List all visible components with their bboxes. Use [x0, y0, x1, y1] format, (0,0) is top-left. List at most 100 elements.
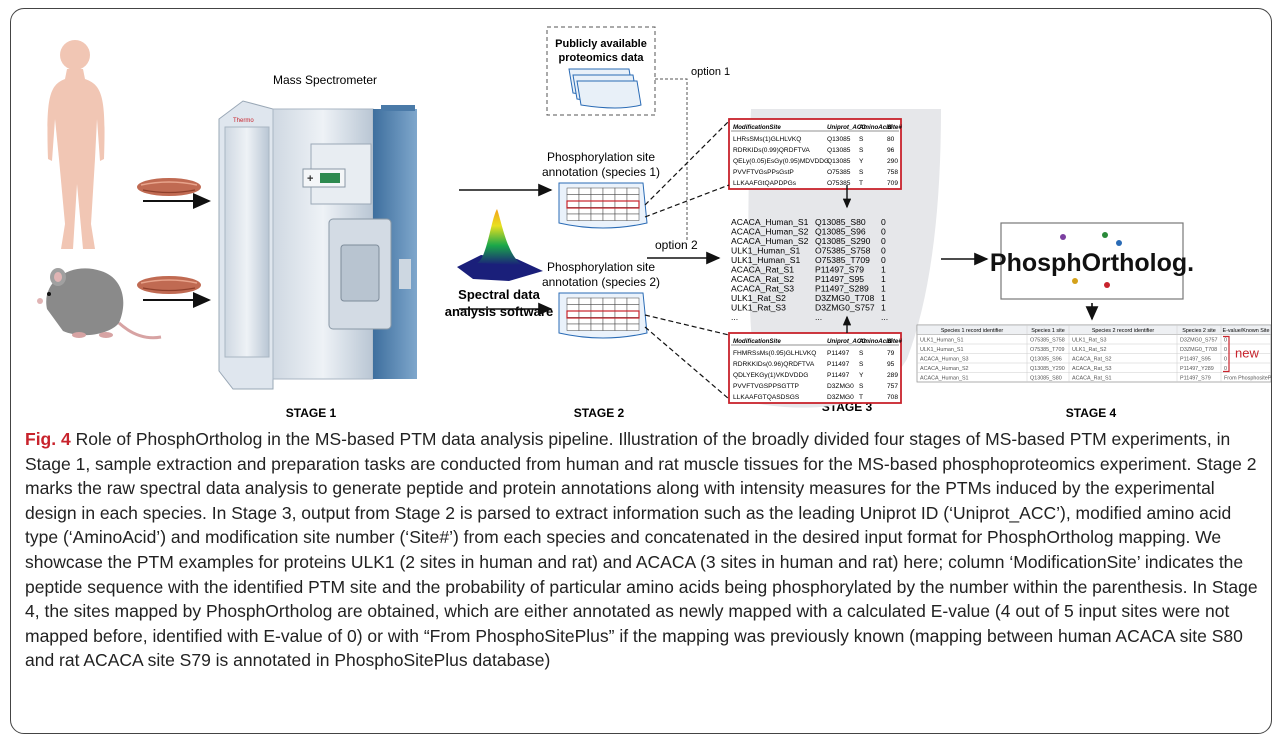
table-cell: QELy(0.05)EsGy(0.95)MDVDDG: [733, 158, 829, 165]
option1-label: option 1: [691, 66, 730, 78]
concat-cell: ...: [815, 312, 822, 322]
table-cell: 709: [887, 180, 898, 187]
concat-cell: ...: [881, 312, 888, 322]
table-cell: QDLYEKGy(1)VKDVDDG: [733, 372, 808, 379]
result-cell: 0: [1224, 347, 1227, 353]
table-cell: 708: [887, 394, 898, 401]
concat-cell: ACACA_Human_S2: [731, 236, 809, 246]
table-cell: D3ZMG0: [827, 394, 854, 401]
concat-cell: 0: [881, 246, 886, 256]
result-cell: ULK1_Human_S1: [920, 347, 963, 353]
concat-cell: Q13085_S290: [815, 236, 871, 246]
thermo-brand: Thermo: [233, 118, 254, 124]
concat-cell: Q13085_S80: [815, 217, 866, 227]
concat-cell: Q13085_S96: [815, 227, 866, 237]
table-cell: PVVFTVGSPPSGTTP: [733, 383, 800, 390]
concat-cell: 1: [881, 274, 886, 284]
pipeline-diagram: Mass Spectrometer + Thermo STAGE 1 STAGE …: [37, 26, 1271, 420]
table-cell: Y: [859, 158, 864, 165]
svg-text:+: +: [307, 173, 313, 185]
mass-spectrometer-icon: + Thermo: [218, 100, 417, 390]
result-header: E-value/Known Site: [1222, 328, 1269, 334]
result-cell: O75385_T709: [1030, 347, 1064, 353]
result-cell: ULK1_Rat_S3: [1072, 338, 1106, 344]
concat-cell: ACACA_Human_S1: [731, 217, 809, 227]
concat-cell: 0: [881, 236, 886, 246]
table-cell: LLKAAFGTQASDSGS: [733, 394, 800, 401]
concat-cell: ACACA_Rat_S1: [731, 265, 794, 275]
table-cell: S: [859, 350, 864, 357]
new-label: new: [1235, 346, 1259, 361]
table-cell: LHRsSMs(1)GLHLVKQ: [733, 136, 801, 143]
concat-cell: ULK1_Rat_S3: [731, 303, 786, 313]
software-label-2: analysis software: [445, 304, 553, 319]
human-icon: [47, 40, 105, 249]
annot1-label-2: annotation (species 1): [542, 165, 660, 179]
table-cell: P11497: [827, 361, 850, 368]
table-cell: RDRKKIDs(0.96)QRDFTVA: [733, 361, 815, 368]
table-cell: 95: [887, 361, 895, 368]
stage-label-4: STAGE 4: [1066, 406, 1117, 420]
annotation-sheet-species1: [558, 182, 648, 229]
svg-text:PhosphOrtholog.: PhosphOrtholog.: [990, 249, 1194, 277]
mass-spec-label: Mass Spectrometer: [273, 73, 377, 87]
stage-label-1: STAGE 1: [286, 406, 337, 420]
result-cell: D3ZMG0_T708: [1180, 347, 1217, 353]
concat-cell: ULK1_Rat_S2: [731, 293, 786, 303]
spectral-peak-icon: [457, 209, 543, 281]
result-cell: ACACA_Human_S2: [920, 366, 969, 372]
table-cell: 289: [887, 372, 898, 379]
result-header: Species 1 record identifier: [941, 328, 1004, 334]
result-cell: O75385_S758: [1030, 338, 1065, 344]
concat-cell: O75385_S758: [815, 246, 871, 256]
result-cell: ACACA_Human_S1: [920, 376, 969, 382]
concat-cell: ...: [731, 312, 738, 322]
result-cell: P11497_Y289: [1180, 366, 1214, 372]
rat-icon: [37, 268, 162, 340]
result-header: Species 2 record identifier: [1092, 328, 1155, 334]
result-cell: P11497_S95: [1180, 357, 1211, 363]
table-cell: O75385: [827, 180, 851, 187]
table-cell: RDRKIDs(0.99)QRDFTVA: [733, 147, 810, 154]
mapping-result-table: Species 1 record identifier Species 1 sit…: [916, 324, 1271, 383]
result-cell: Q13085_S80: [1030, 376, 1062, 382]
concat-cell: P11497_S79: [815, 265, 864, 275]
software-label-1: Spectral data: [458, 287, 540, 302]
concat-cell: 0: [881, 255, 886, 265]
concat-cell: ACACA_Rat_S3: [731, 284, 794, 294]
concat-cell: 1: [881, 284, 886, 294]
table-cell: 79: [887, 350, 895, 357]
option2-label: option 2: [655, 238, 698, 252]
concat-cell: 1: [881, 293, 886, 303]
table-cell: S: [859, 361, 864, 368]
option1-connector: [655, 78, 688, 241]
public-data-label-2: proteomics data: [559, 52, 645, 64]
table-header: Site#: [887, 338, 902, 345]
table-cell: T: [859, 394, 863, 401]
rat-muscle-icon: [137, 276, 201, 294]
table-header: ModificationSite: [733, 338, 781, 345]
concat-cell: 0: [881, 227, 886, 237]
result-cell: ULK1_Human_S1: [920, 338, 963, 344]
result-cell: 0: [1224, 338, 1227, 344]
concat-cell: ACACA_Human_S2: [731, 227, 809, 237]
table-cell: S: [859, 169, 864, 176]
result-cell: ACACA_Rat_S1: [1072, 376, 1112, 382]
result-cell: P11497_S79: [1180, 376, 1211, 382]
table-cell: FHMRSsMs(0.95)GLHLVKQ: [733, 350, 816, 357]
table-cell: T: [859, 180, 863, 187]
concat-cell: D3ZMG0_T708: [815, 293, 874, 303]
table-cell: Q13085: [827, 147, 851, 154]
table-cell: 96: [887, 147, 895, 154]
concat-cell: ULK1_Human_S1: [731, 246, 800, 256]
annotation-sheet-species2: [558, 292, 648, 339]
result-header: Species 1 site: [1031, 328, 1065, 334]
table-cell: S: [859, 136, 864, 143]
table-header: Site#: [887, 124, 902, 131]
table-cell: 758: [887, 169, 898, 176]
concat-cell: P11497_S95: [815, 274, 864, 284]
table-cell: Q13085: [827, 158, 851, 165]
